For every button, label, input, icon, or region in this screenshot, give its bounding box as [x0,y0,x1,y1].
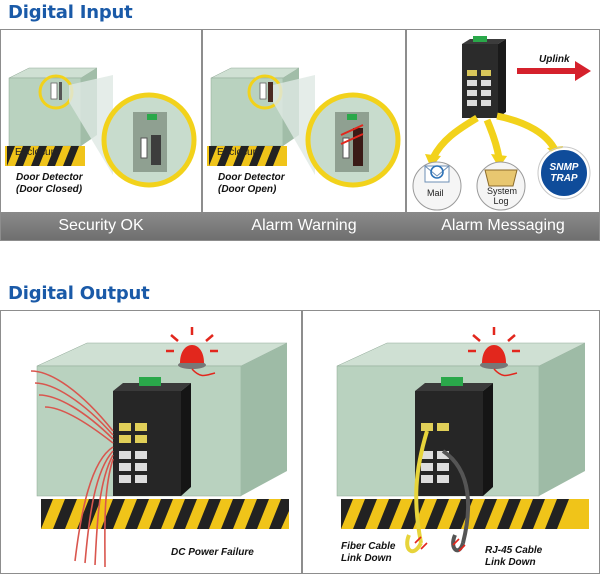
digital-input-diagram: Enclosure Door Detector (Door Closed) [0,29,600,241]
rj45-line2: Link Down [485,557,536,568]
alarm-messaging-caption: Alarm Messaging [441,217,565,234]
hazard-stripe-base [5,146,85,166]
fiber-cable [414,430,429,544]
caption-bar [1,212,599,240]
alarm-beacon-icon [468,327,520,369]
enclosure-closed-illustration [5,67,197,188]
uplink-label: Uplink [539,54,570,65]
snmp-trap-label: SNMP TRAP [547,162,581,184]
enclosure-label: Enclosure [217,147,262,158]
security-ok-panel: Enclosure Door Detector (Door Closed) [1,30,201,240]
enclosure-label: Enclosure [15,147,60,158]
snmp-line2: TRAP [550,173,578,184]
switch-icon [462,36,506,118]
syslog-line2: Log [493,196,509,206]
alarm-messaging-illustration [412,36,591,211]
door-detector-label: Door Detector (Door Open) [218,172,285,196]
door-detector-label: Door Detector (Door Closed) [16,172,83,196]
system-log-label: System Log [487,186,518,206]
mail-icon [412,161,462,211]
rj45-line1: RJ-45 Cable [485,545,543,556]
switch-icon [113,377,191,496]
syslog-line1: System [487,186,518,196]
detector-line2: (Door Open) [218,184,277,195]
security-ok-caption: Security OK [58,217,144,234]
snmp-line1: SNMP [549,162,579,173]
digital-output-title: Digital Output [8,283,150,304]
fiber-line1: Fiber Cable [341,541,396,552]
fiber-line2: Link Down [341,553,392,564]
enclosure-open-illustration [207,67,401,188]
switch-icon [415,377,493,496]
power-wires [30,370,114,568]
digital-output-diagram: DC Power Failure [0,310,600,574]
fiber-cable-label: Fiber Cable Link Down [341,541,395,565]
digital-input-title: Digital Input [8,2,133,23]
link-down-panel: Fiber Cable Link Down RJ-45 Cable Link D… [303,311,599,573]
mail-label: Mail [427,188,444,198]
rj45-cable-label: RJ-45 Cable Link Down [485,545,542,569]
alarm-beacon-icon [166,327,218,369]
detector-line1: Door Detector [218,172,285,183]
system-log-icon [476,161,526,211]
detector-line1: Door Detector [16,172,83,183]
alarm-messaging-panel: Uplink Mail System Log SNMP TRAP [407,30,599,240]
rj45-cable [441,449,471,544]
detector-line2: (Door Closed) [16,184,83,195]
power-failure-illustration [30,327,289,568]
hazard-stripe-base [41,499,289,529]
hazard-stripe-base [207,146,287,166]
link-down-illustration [336,327,589,554]
alarm-warning-caption: Alarm Warning [251,217,357,234]
uplink-arrow-icon [517,61,591,81]
alarm-warning-panel: Enclosure Door Detector (Door Open) [203,30,405,240]
dc-power-failure-panel: DC Power Failure [1,311,301,573]
dc-power-failure-label: DC Power Failure [171,547,254,558]
snmp-trap-icon [537,146,591,200]
